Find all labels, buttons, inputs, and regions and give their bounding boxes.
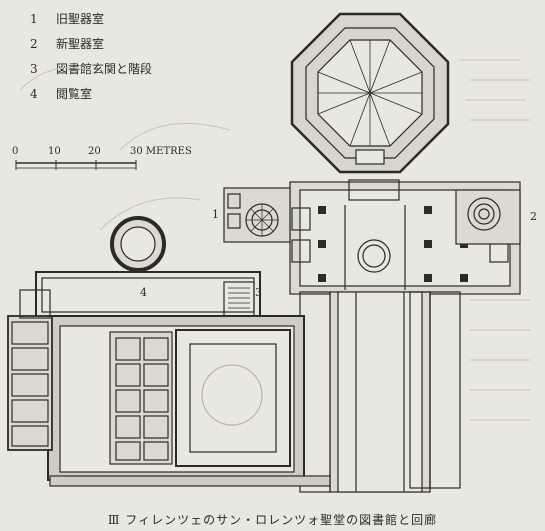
left-wing bbox=[7, 289, 53, 451]
legend-number: 1 bbox=[30, 11, 38, 26]
old-sacristy bbox=[223, 187, 291, 243]
south-arcade bbox=[49, 475, 331, 487]
legend-item-2: 2 新聖器室 bbox=[14, 31, 164, 56]
scale-tick-label: 30 METRES bbox=[130, 146, 192, 157]
legend-label: 新聖器室 bbox=[56, 37, 105, 51]
plan-mark-3: 3 bbox=[255, 286, 262, 299]
octagonal-chapel bbox=[290, 12, 450, 174]
legend-label: 閲覧室 bbox=[56, 87, 93, 101]
plan-mark-2: 2 bbox=[530, 210, 537, 223]
legend-item-4: 4 閲覧室 bbox=[14, 81, 164, 106]
reading-room bbox=[35, 271, 261, 319]
scale-ruler bbox=[15, 160, 137, 170]
new-sacristy bbox=[455, 189, 521, 245]
plan-mark-4: 4 bbox=[140, 286, 147, 299]
legend-item-3: 3 図書館玄関と階段 bbox=[14, 56, 164, 81]
legend-item-1: 1 旧聖器室 bbox=[14, 6, 164, 31]
scale-tick-label: 0 bbox=[12, 146, 19, 157]
round-tower bbox=[110, 216, 166, 272]
legend-label: 旧聖器室 bbox=[56, 12, 105, 26]
cloister-rooms bbox=[109, 331, 173, 465]
cloister bbox=[47, 315, 305, 481]
legend: 1 旧聖器室 2 新聖器室 3 図書館玄関と階段 4 閲覧室 bbox=[14, 6, 164, 106]
scale-tick-label: 20 bbox=[88, 146, 101, 157]
scale-bar: 0 10 20 30 METRES bbox=[8, 146, 208, 186]
legend-number: 2 bbox=[30, 36, 38, 51]
background-sketch bbox=[19, 59, 530, 421]
nave bbox=[329, 291, 431, 493]
legend-label: 図書館玄関と階段 bbox=[56, 62, 153, 76]
plan-mark-1: 1 bbox=[212, 208, 219, 221]
figure-caption: Ⅲ フィレンツェのサン・ロレンツォ聖堂の図書館と回廊 bbox=[107, 513, 438, 527]
legend-number: 4 bbox=[30, 86, 38, 101]
scale-tick-label: 10 bbox=[48, 146, 61, 157]
right-aisle bbox=[409, 291, 461, 489]
legend-number: 3 bbox=[30, 61, 38, 76]
